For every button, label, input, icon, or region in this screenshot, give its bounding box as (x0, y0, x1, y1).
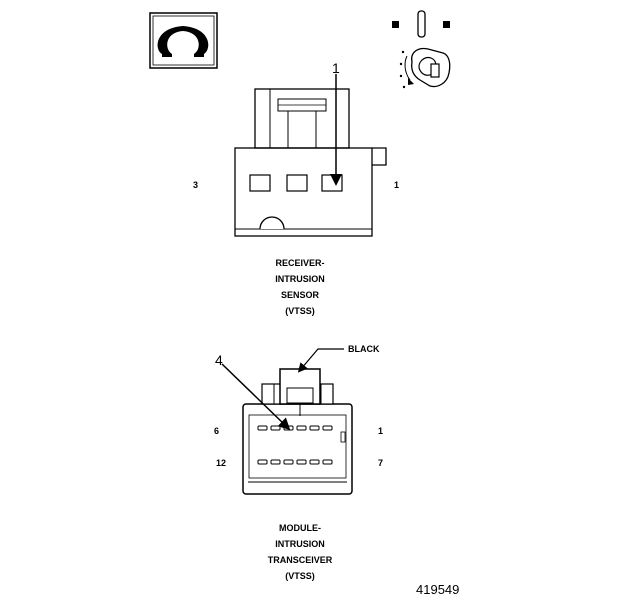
ignition-key-off-icon (392, 10, 451, 89)
module-pin-bottom-left: 12 (216, 458, 226, 468)
module-bottom-pin-row (257, 459, 333, 465)
svg-text:TRANSCEIVER: TRANSCEIVER (268, 555, 333, 565)
module-callout: 4 (215, 352, 223, 368)
receiver-label: RECEIVER- INTRUSION SENSOR (VTSS) (275, 258, 325, 316)
module-pin-top-left: 6 (214, 426, 219, 436)
module-connector (221, 348, 353, 495)
cavity-1 (321, 174, 343, 192)
svg-text:INTRUSION: INTRUSION (275, 274, 325, 284)
figure-number: 419549 (416, 582, 459, 597)
svg-text:MODULE-: MODULE- (279, 523, 321, 533)
svg-text:SENSOR: SENSOR (281, 290, 320, 300)
module-label: MODULE- INTRUSION TRANSCEIVER (VTSS) (268, 523, 333, 581)
receiver-connector (234, 74, 387, 237)
module-color-label: BLACK (348, 344, 380, 354)
svg-text:(VTSS): (VTSS) (285, 306, 315, 316)
receiver-callout: 1 (332, 60, 340, 76)
module-pin-top-right: 1 (378, 426, 383, 436)
svg-text:(VTSS): (VTSS) (285, 571, 315, 581)
cavity-2 (286, 174, 308, 192)
module-pin-bottom-right: 7 (378, 458, 383, 468)
cavity-3 (249, 174, 271, 192)
receiver-pin-left: 3 (193, 180, 198, 190)
svg-text:INTRUSION: INTRUSION (275, 539, 325, 549)
svg-text:RECEIVER-: RECEIVER- (275, 258, 324, 268)
ohmmeter-icon (149, 12, 218, 69)
receiver-pin-right: 1 (394, 180, 399, 190)
